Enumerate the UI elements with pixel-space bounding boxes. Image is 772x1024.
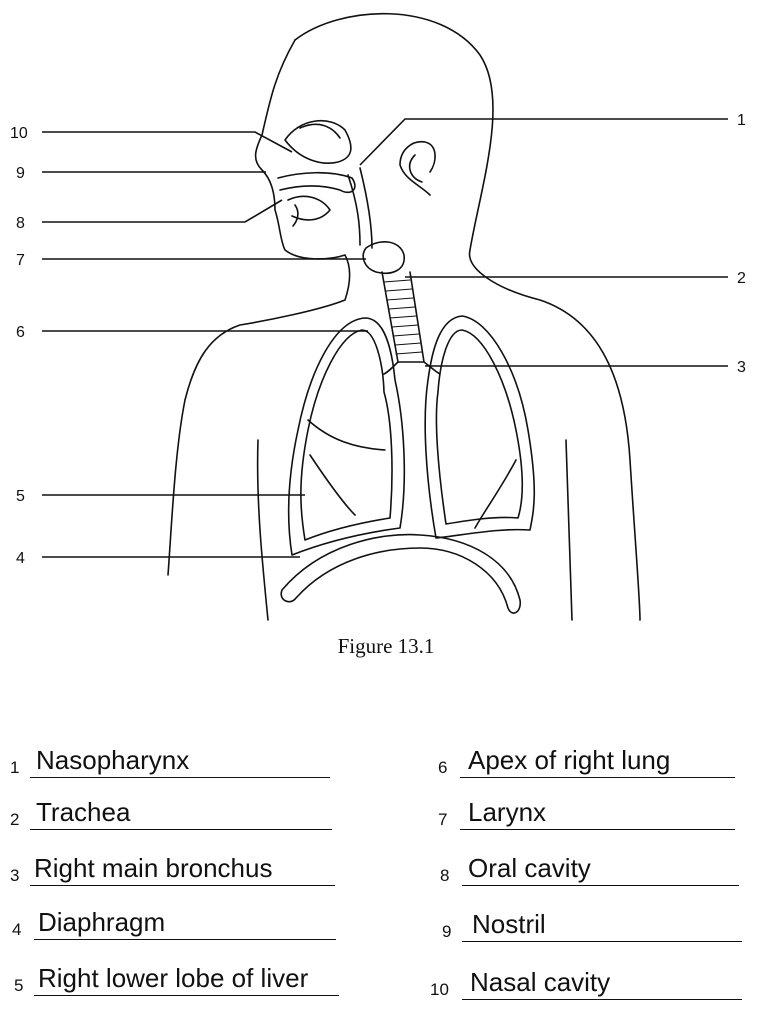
answer-text: Nasopharynx bbox=[36, 745, 190, 775]
face-profile bbox=[167, 39, 351, 576]
callout-3: 3 bbox=[737, 359, 746, 376]
callout-7: 7 bbox=[16, 252, 25, 269]
answer-line bbox=[462, 885, 739, 886]
answer-number: 3 bbox=[10, 866, 20, 885]
answer-8: 8 Oral cavity bbox=[438, 852, 743, 886]
respiratory-system-diagram: 1 2 3 4 5 6 7 8 9 10 bbox=[10, 12, 746, 621]
head-outline bbox=[294, 12, 641, 621]
right-lung bbox=[287, 317, 406, 556]
answer-7: 7 Larynx bbox=[438, 796, 743, 830]
answer-number: 5 bbox=[14, 976, 24, 995]
callout-2: 2 bbox=[737, 270, 746, 287]
answer-text: Right lower lobe of liver bbox=[38, 963, 309, 993]
answer-line bbox=[460, 829, 735, 830]
diaphragm-shape bbox=[280, 533, 522, 614]
answer-4: 4 Diaphragm bbox=[8, 906, 348, 940]
answer-1: 1 Nasopharynx bbox=[8, 744, 338, 778]
callout-5: 5 bbox=[16, 488, 25, 505]
ear bbox=[399, 140, 436, 196]
answer-3: 3 Right main bronchus bbox=[8, 852, 348, 886]
answer-line bbox=[30, 777, 330, 778]
callout-4: 4 bbox=[16, 550, 25, 567]
answer-number: 1 bbox=[10, 758, 20, 777]
answer-line bbox=[462, 999, 742, 1000]
answer-line bbox=[34, 995, 339, 996]
leader-line-10 bbox=[42, 131, 293, 153]
callout-8: 8 bbox=[16, 215, 25, 232]
nasal-cavity-shape bbox=[284, 119, 352, 164]
figure-caption: Figure 13.1 bbox=[337, 634, 435, 658]
answer-text: Nasal cavity bbox=[470, 967, 611, 997]
callout-9: 9 bbox=[16, 165, 25, 182]
larynx-shape bbox=[362, 241, 405, 274]
answer-text: Trachea bbox=[36, 797, 131, 827]
answer-line bbox=[462, 941, 742, 942]
answer-text: Larynx bbox=[468, 797, 547, 827]
callout-6: 6 bbox=[16, 324, 25, 341]
answer-number: 6 bbox=[438, 758, 448, 777]
answer-number: 9 bbox=[442, 922, 452, 941]
answer-9: 9 Nostril bbox=[438, 908, 743, 942]
answer-number: 7 bbox=[438, 810, 448, 829]
tongue bbox=[287, 195, 331, 221]
answer-2: 2 Trachea bbox=[8, 796, 338, 830]
leader-line-8 bbox=[42, 199, 283, 223]
trachea-shape bbox=[381, 271, 425, 363]
answer-text: Right main bronchus bbox=[34, 853, 273, 883]
answer-text: Diaphragm bbox=[38, 907, 166, 937]
answer-line bbox=[30, 885, 335, 886]
answer-10: 10 Nasal cavity bbox=[430, 966, 745, 1000]
answer-text: Apex of right lung bbox=[468, 745, 671, 775]
answer-5: 5 Right lower lobe of liver bbox=[8, 962, 353, 996]
answer-number: 10 bbox=[430, 980, 449, 999]
answer-number: 2 bbox=[10, 810, 20, 829]
answer-line bbox=[34, 939, 336, 940]
left-lung bbox=[424, 315, 536, 539]
answer-line bbox=[460, 777, 735, 778]
answer-number: 4 bbox=[12, 920, 22, 939]
leader-line-1 bbox=[359, 118, 728, 166]
answer-line bbox=[30, 829, 332, 830]
pharynx bbox=[359, 167, 373, 249]
answer-text: Oral cavity bbox=[468, 853, 591, 883]
answer-number: 8 bbox=[440, 866, 450, 885]
callout-1: 1 bbox=[737, 112, 746, 129]
callout-10: 10 bbox=[10, 125, 28, 142]
answer-text: Nostril bbox=[472, 909, 546, 939]
answer-6: 6 Apex of right lung bbox=[438, 744, 743, 778]
